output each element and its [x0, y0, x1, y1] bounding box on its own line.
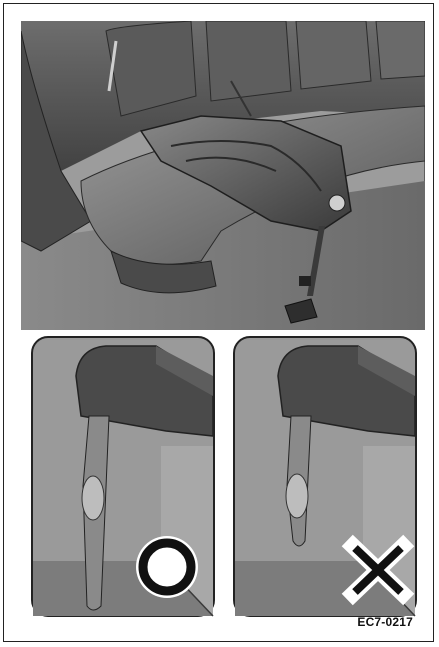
figure-frame: EC7-0217: [3, 3, 434, 642]
correct-panel: [31, 336, 215, 617]
figure-code: EC7-0217: [357, 615, 413, 629]
incorrect-panel: [233, 336, 417, 617]
circle-o-icon: [136, 536, 198, 598]
rear-seat-illustration: [21, 21, 425, 330]
